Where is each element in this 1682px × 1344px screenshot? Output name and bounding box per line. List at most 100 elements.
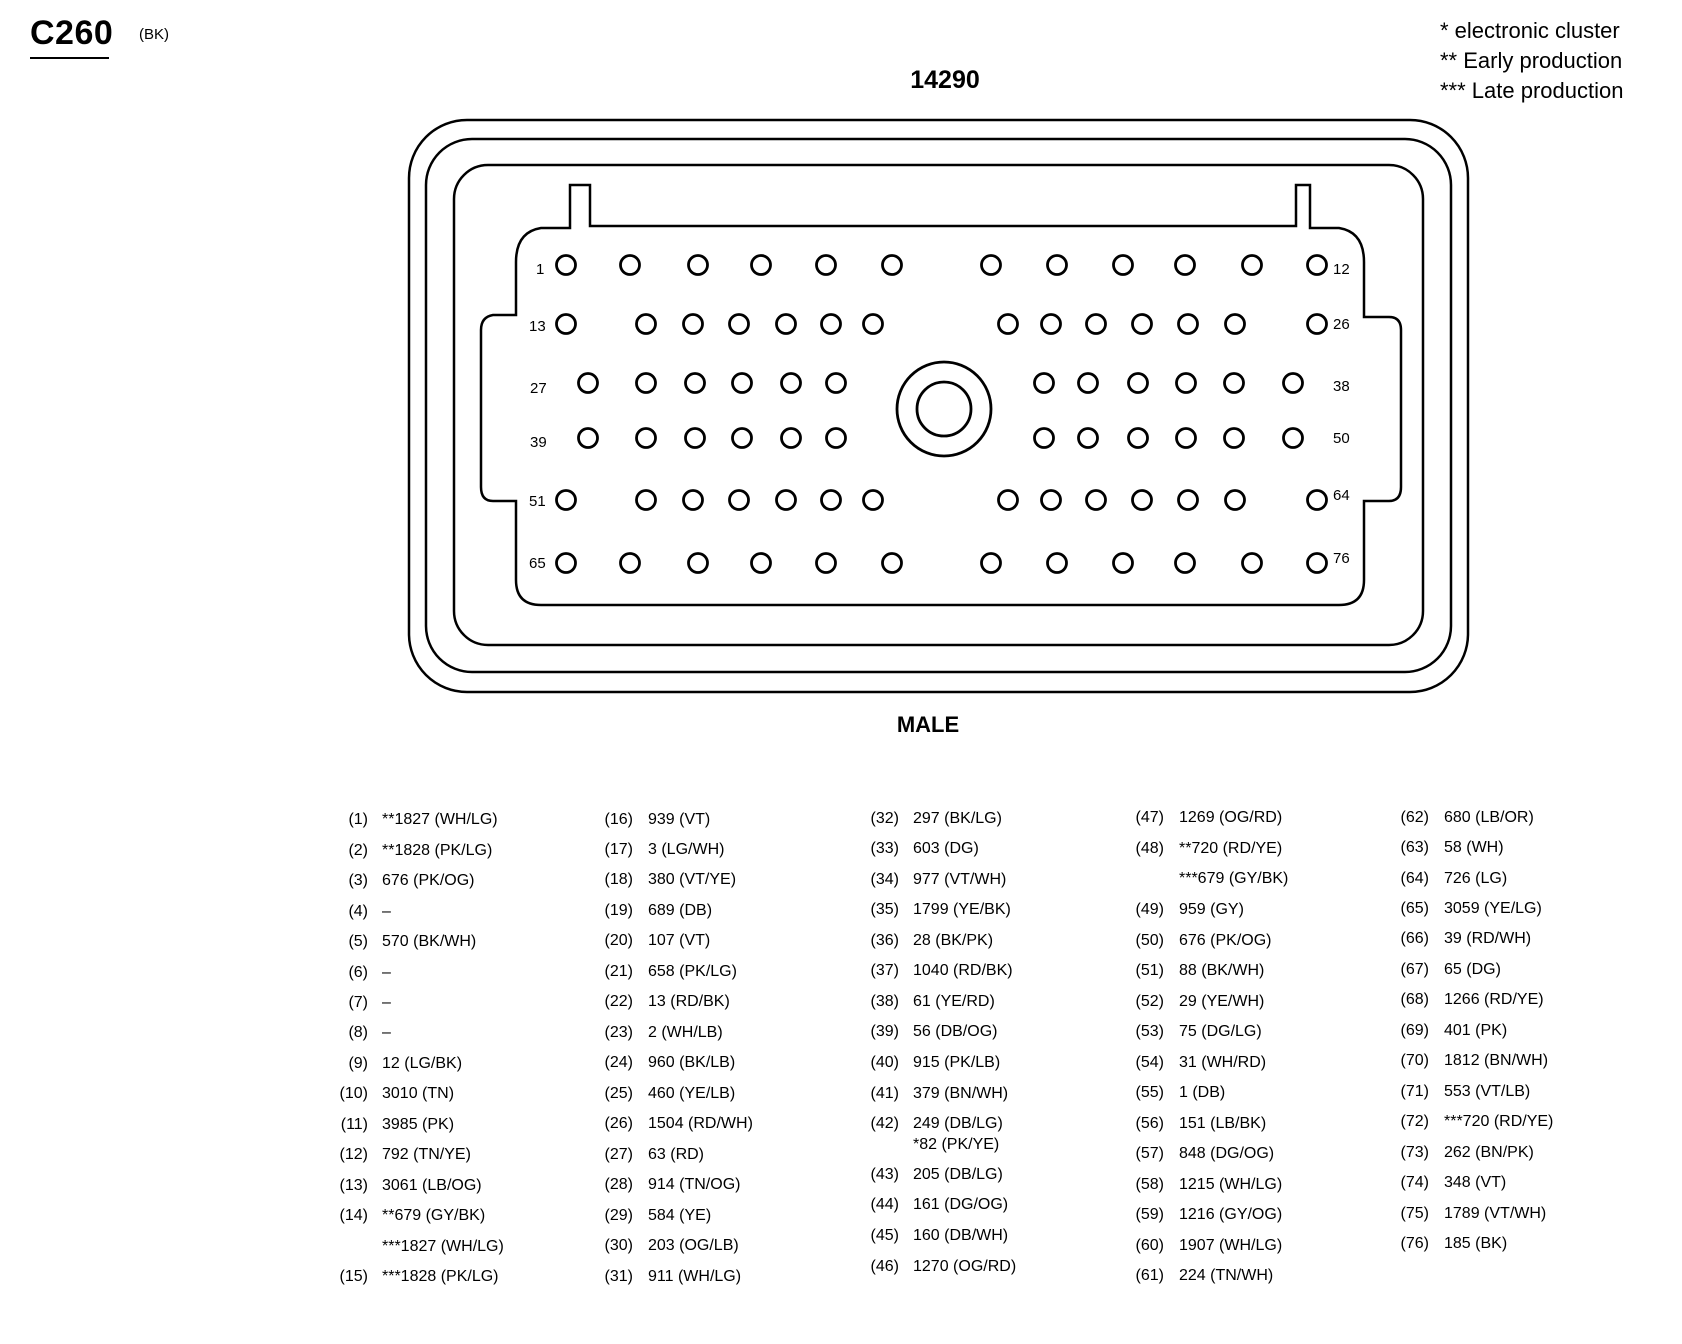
pin-hole-11 xyxy=(1241,254,1263,276)
pin-hole-9 xyxy=(1112,254,1134,276)
pin-hole-64 xyxy=(1306,489,1328,511)
pin-hole-72 xyxy=(1046,552,1068,574)
pin-hole-56 xyxy=(820,489,842,511)
pin-number: (40) xyxy=(870,1054,899,1071)
pin-wire: 1040 (RD/BK) xyxy=(913,962,1013,979)
pin-wire: **1827 (WH/LG) xyxy=(382,811,498,828)
pin-wire: 401 (PK) xyxy=(1444,1022,1508,1039)
connector-id: C260 xyxy=(30,14,114,52)
pin-number: (49) xyxy=(1135,901,1164,918)
pin-number: (21) xyxy=(604,963,633,980)
pin-wire: 161 (DG/OG) xyxy=(913,1196,1009,1213)
pin-number: (20) xyxy=(604,932,633,949)
pin-label-13: 13 xyxy=(529,318,546,335)
pin-hole-29 xyxy=(684,372,706,394)
pin-wire: 160 (DB/WH) xyxy=(913,1227,1009,1244)
pin-wire: 553 (VT/LB) xyxy=(1444,1083,1531,1100)
pin-hole-60 xyxy=(1085,489,1107,511)
pin-hole-71 xyxy=(980,552,1002,574)
pin-number: (7) xyxy=(348,994,368,1011)
pin-wire: **720 (RD/YE) xyxy=(1179,840,1283,857)
pin-wire: – xyxy=(382,1024,391,1041)
pin-number: (47) xyxy=(1135,809,1164,826)
pin-hole-28 xyxy=(635,372,657,394)
pin-wire: 1789 (VT/WH) xyxy=(1444,1205,1547,1222)
pin-wire: 56 (DB/OG) xyxy=(913,1023,998,1040)
pin-hole-24 xyxy=(1177,313,1199,335)
pin-number: (53) xyxy=(1135,1023,1164,1040)
pin-hole-49 xyxy=(1223,427,1245,449)
pin-wire: 911 (WH/LG) xyxy=(648,1268,742,1285)
pin-wire: 914 (TN/OG) xyxy=(648,1176,741,1193)
pin-wire: 75 (DG/LG) xyxy=(1179,1023,1262,1040)
pin-wire: 1270 (OG/RD) xyxy=(913,1258,1017,1275)
pin-wire: 3010 (TN) xyxy=(382,1085,455,1102)
pin-wire: 12 (LG/BK) xyxy=(382,1055,463,1072)
pin-hole-61 xyxy=(1131,489,1153,511)
connector-gender: MALE xyxy=(896,712,960,737)
pin-hole-70 xyxy=(881,552,903,574)
pin-wire: ***1828 (PK/LG) xyxy=(382,1268,499,1285)
pin-number: (23) xyxy=(604,1024,633,1041)
pin-hole-59 xyxy=(1040,489,1062,511)
pin-hole-45 xyxy=(1033,427,1055,449)
pin-hole-43 xyxy=(780,427,802,449)
pin-number: (3) xyxy=(348,872,368,889)
pin-hole-33 xyxy=(1033,372,1055,394)
pin-hole-25 xyxy=(1224,313,1246,335)
pin-wire: 1216 (GY/OG) xyxy=(1179,1206,1283,1223)
connector-inner-shell xyxy=(452,163,1425,647)
pin-number: (52) xyxy=(1135,993,1164,1010)
pin-hole-19 xyxy=(862,313,884,335)
pin-hole-8 xyxy=(1046,254,1068,276)
connector-middle-shell xyxy=(424,137,1453,674)
pin-label-26: 26 xyxy=(1333,316,1350,333)
pin-number: (54) xyxy=(1135,1054,1164,1071)
pin-number: (32) xyxy=(870,810,899,827)
legend-notes: * electronic cluster ** Early production… xyxy=(1440,16,1623,106)
pin-hole-48 xyxy=(1175,427,1197,449)
pin-number: (63) xyxy=(1400,839,1429,856)
pin-number: (24) xyxy=(604,1054,633,1071)
pin-wire: 1269 (OG/RD) xyxy=(1179,809,1283,826)
pin-wire: 1266 (RD/YE) xyxy=(1444,991,1544,1008)
pin-number: (51) xyxy=(1135,962,1164,979)
pin-hole-62 xyxy=(1177,489,1199,511)
pin-wire: ***720 (RD/YE) xyxy=(1444,1113,1554,1130)
pin-hole-41 xyxy=(684,427,706,449)
pin-number: (45) xyxy=(870,1227,899,1244)
pin-hole-55 xyxy=(775,489,797,511)
pin-wire: 107 (VT) xyxy=(648,932,711,949)
pin-wire: 1799 (YE/BK) xyxy=(913,901,1011,918)
pin-hole-42 xyxy=(731,427,753,449)
pin-wire: 792 (TN/YE) xyxy=(382,1146,471,1163)
pin-wire: 570 (BK/WH) xyxy=(382,933,477,950)
pin-wire-alt: ***1827 (WH/LG) xyxy=(382,1238,504,1255)
pin-hole-4 xyxy=(750,254,772,276)
pin-wire: 65 (DG) xyxy=(1444,961,1501,978)
pin-wire: 848 (DG/OG) xyxy=(1179,1145,1275,1162)
pin-hole-22 xyxy=(1085,313,1107,335)
pin-wire: 348 (VT) xyxy=(1444,1174,1507,1191)
pin-wire: 676 (PK/OG) xyxy=(1179,932,1272,949)
pin-number: (31) xyxy=(604,1268,633,1285)
pin-wire: – xyxy=(382,903,391,920)
pin-label-38: 38 xyxy=(1333,378,1350,395)
pin-wire: 203 (OG/LB) xyxy=(648,1237,739,1254)
pin-number: (10) xyxy=(339,1085,368,1102)
pin-wire-alt: ***679 (GY/BK) xyxy=(1179,870,1289,887)
pin-label-65: 65 xyxy=(529,555,546,572)
pin-number: (26) xyxy=(604,1115,633,1132)
pin-number: (66) xyxy=(1400,930,1429,947)
pin-number: (41) xyxy=(870,1085,899,1102)
pin-hole-35 xyxy=(1127,372,1149,394)
pin-hole-51 xyxy=(555,489,577,511)
pin-hole-2 xyxy=(619,254,641,276)
pin-wire: 297 (BK/LG) xyxy=(913,810,1002,827)
pin-number: (44) xyxy=(870,1196,899,1213)
pin-number: (68) xyxy=(1400,991,1429,1008)
pin-number: (36) xyxy=(870,932,899,949)
pin-number: (13) xyxy=(339,1177,368,1194)
pin-wire: 1907 (WH/LG) xyxy=(1179,1237,1283,1254)
pin-hole-54 xyxy=(728,489,750,511)
